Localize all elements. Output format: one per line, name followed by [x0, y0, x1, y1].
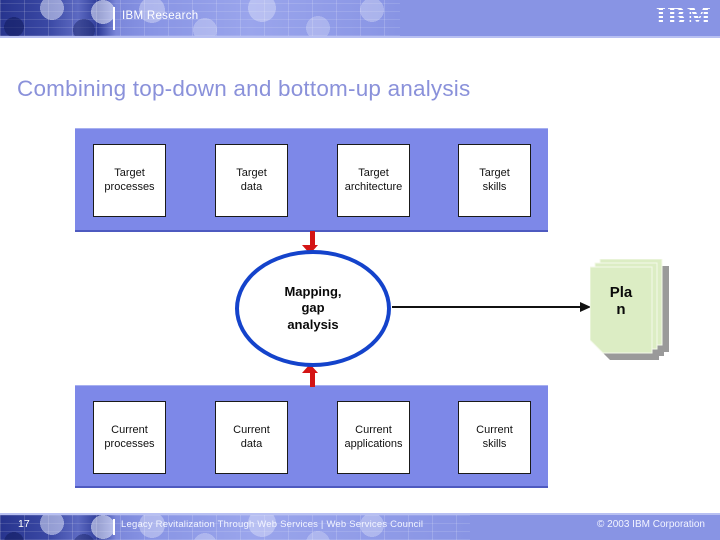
target-data-label: Target data [236, 166, 267, 193]
target-skills-box: Target skills [458, 144, 531, 217]
hub-to-plan-connector-line [392, 306, 580, 308]
header-separator-line [113, 7, 115, 30]
header-product-label: IBM Research [122, 10, 199, 22]
bottom-up-arrow-icon [302, 364, 318, 373]
top-down-arrow-shaft [310, 231, 315, 246]
current-data-box: Current data [215, 401, 288, 474]
mapping-gap-analysis-label: Mapping, gap analysis [284, 284, 342, 332]
current-data-label: Current data [233, 423, 270, 450]
plan-label: Plan [609, 284, 633, 319]
mapping-gap-analysis-ellipse: Mapping, gap analysis [235, 250, 391, 367]
current-processes-box: Current processes [93, 401, 166, 474]
target-processes-box: Target processes [93, 144, 166, 217]
current-skills-box: Current skills [458, 401, 531, 474]
hub-to-plan-arrowhead-icon [580, 302, 591, 312]
plan-document-icon [590, 259, 669, 360]
target-architecture-box: Target architecture [337, 144, 410, 217]
current-applications-box: Current applications [337, 401, 410, 474]
footer-caption: Legacy Revitalization Through Web Servic… [121, 519, 424, 530]
target-architecture-label: Target architecture [344, 166, 403, 193]
target-band: Target processes Target data Target arch… [75, 128, 548, 232]
current-band: Current processes Current data Current a… [75, 385, 548, 488]
page-number: 17 [18, 518, 30, 530]
footer-texture-decoration [0, 515, 470, 540]
current-processes-label: Current processes [104, 423, 155, 450]
footer-bar [0, 513, 720, 540]
slide-title: Combining top-down and bottom-up analysi… [17, 76, 471, 101]
footer-separator-line [113, 519, 115, 535]
header-bar: IBM Research IBM [0, 0, 720, 38]
current-applications-label: Current applications [344, 423, 403, 450]
copyright-text: © 2003 IBM Corporation [597, 519, 705, 530]
target-skills-label: Target skills [479, 166, 510, 193]
bottom-up-arrow-shaft [310, 373, 315, 387]
header-texture-decoration [0, 0, 400, 36]
target-processes-label: Target processes [104, 166, 155, 193]
top-down-arrow-icon [302, 245, 318, 254]
current-skills-label: Current skills [476, 423, 513, 450]
target-data-box: Target data [215, 144, 288, 217]
ibm-logo: IBM [655, 4, 713, 30]
